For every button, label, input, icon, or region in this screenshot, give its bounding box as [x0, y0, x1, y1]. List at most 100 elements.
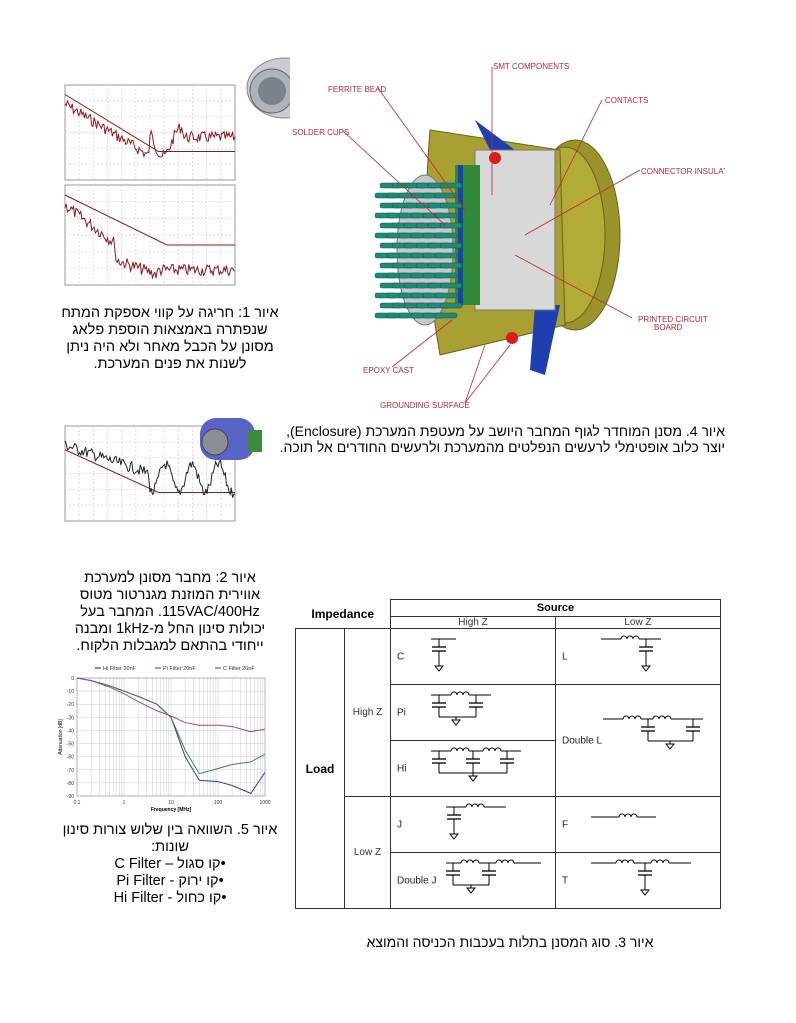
f-filter-schematic: [591, 813, 656, 818]
y-axis-label: Attenuation [dB]: [58, 719, 64, 755]
cell-hi-filter: Hi: [390, 740, 556, 797]
figure5-caption: איור 5. השוואה בין שלוש צורות סינון שונו…: [50, 822, 290, 907]
c-filter-schematic: [431, 638, 456, 672]
filter-label: Pi: [397, 707, 406, 718]
filter-label: Double L: [562, 735, 603, 746]
inductor-coil: [652, 715, 672, 720]
y-tick-label: -20: [67, 702, 74, 708]
callout-labels: SMT COMPONENTS FERRITE BEAD CONTACTS SOL…: [292, 62, 725, 410]
caption-line: יכולות סינון החל מ-1kHz ומבנה: [74, 621, 266, 637]
filter-label: T: [562, 875, 569, 886]
x-tick-label: 1: [123, 800, 126, 806]
cell-f-filter: F: [555, 796, 721, 853]
solder-cup-pin: [439, 282, 463, 289]
label-grounding-surface: GROUNDING SURFACE: [380, 401, 470, 410]
y-tick-label: -70: [67, 768, 74, 774]
caption-line: איור 5. השוואה בין שלוש צורות סינון: [62, 822, 278, 838]
caption-line: 115VAC/400Hz. המחבר בעל: [80, 604, 260, 620]
inductor-coil: [618, 813, 638, 818]
measured-trace: [64, 99, 236, 159]
label-epoxy-cast: EPOXY CAST: [363, 366, 414, 375]
inductor-coil: [615, 859, 635, 864]
cell-l-filter: L: [555, 628, 721, 685]
legend-entry: C Filter 20nF: [223, 666, 255, 672]
connector-photo: [246, 57, 290, 119]
cell-pi-filter: Pi: [390, 684, 556, 741]
solder-cup-pin: [439, 242, 463, 249]
inductor-coil: [622, 715, 642, 720]
filter-label: F: [562, 819, 569, 830]
figure3-caption: איור 3. סוג המסנן בתלות בעכבות הכניסה וה…: [366, 934, 654, 950]
label-board: BOARD: [654, 323, 683, 332]
legend-entry: Hi Filter 20nF: [103, 666, 137, 672]
x-axis-label: Frequency [MHz]: [151, 807, 192, 813]
source-low-z: Low Z: [555, 616, 721, 629]
ground-symbol: [465, 885, 477, 894]
figure1-emi-plots: [64, 57, 290, 286]
ground-symbol: [433, 663, 445, 672]
limit-line: [64, 194, 235, 246]
figure2-emi-plot: [64, 418, 262, 522]
filtered-connector-photo: [200, 418, 262, 460]
caption-line: שונות:: [151, 839, 189, 855]
label-connector-insulator: CONNECTOR INSULATC: [641, 167, 725, 176]
filter-label: L: [562, 651, 568, 662]
x-tick-label: 10: [168, 800, 174, 806]
label-printed-circuit: PRINTED CIRCUIT: [638, 315, 708, 324]
filter-label: J: [397, 819, 402, 830]
figure3-impedance-table: Impedance Source High Z Low Z Load High …: [295, 599, 721, 909]
figure1-caption: איור 1: חריגה על קווי אספקת המתח שנפתרה …: [50, 305, 290, 373]
inductor-coil: [450, 691, 470, 696]
cell-double-j-filter: Double J: [390, 852, 556, 909]
y-tick-label: -90: [67, 794, 74, 800]
filter-label: Hi: [397, 763, 407, 774]
measured-trace: [64, 203, 236, 280]
label-contacts: CONTACTS: [605, 96, 648, 105]
caption-line: •קו כחול - Hi Filter: [113, 890, 227, 906]
solder-cup-pin: [434, 212, 458, 219]
j-filter-schematic: [446, 803, 506, 840]
x-tick-label: 1000: [259, 800, 270, 806]
caption-line: איור 2: מחבר מסונן למערכת: [84, 570, 256, 586]
inductor-coil: [495, 859, 515, 864]
label-solder-cups: SOLDER CUPS: [292, 128, 349, 137]
inductor-coil: [482, 747, 502, 752]
y-tick-label: -50: [67, 742, 74, 748]
solder-cup-pin: [439, 262, 463, 269]
solder-cup-pin: [439, 302, 463, 309]
series-line-1: [76, 677, 266, 775]
solder-cup-pins: [374, 182, 463, 319]
ground-symbol: [448, 831, 460, 840]
caption-line: •קו ירוק - Pi Filter: [116, 873, 224, 889]
caption-line: •קו סגול – C Filter: [114, 856, 226, 872]
caption-line: יוצר כלוב אופטימלי לרעשים הנפלטים מהמערכ…: [279, 439, 725, 455]
ground-symbol: [450, 717, 462, 726]
emi-plot-before: [64, 84, 236, 181]
hi-filter-schematic: [431, 747, 521, 782]
callout-lines: [342, 67, 641, 404]
cell-c-filter: C: [390, 628, 556, 685]
filter-label: Double J: [397, 875, 437, 886]
y-tick-label: -40: [67, 728, 74, 734]
ground-symbol: [664, 741, 676, 750]
ground-symbol: [639, 887, 651, 896]
y-tick-label: 0: [71, 676, 74, 682]
cell-double-l-filter: Double L: [555, 684, 721, 797]
caption-line: ייחודי בהתאם למגבלות הלקוח.: [76, 638, 264, 654]
caption-line: שנפתרה באמצאות הוספת פלאג: [72, 322, 268, 338]
y-tick-label: -80: [67, 781, 74, 787]
inductor-coil: [620, 635, 640, 640]
label-ferrite-bead: FERRITE BEAD: [328, 85, 386, 94]
figure4-connector-cutaway: SMT COMPONENTS FERRITE BEAD CONTACTS SOL…: [292, 62, 725, 410]
inductor-coil: [650, 859, 670, 864]
series-line-2: [76, 677, 266, 733]
solder-cup-pin: [439, 182, 463, 189]
caption-line: מסונן על הכבל מאחר ולא היה ניתן: [66, 339, 274, 355]
solder-cup-pin: [439, 202, 463, 209]
inductor-coil: [465, 803, 485, 808]
load-header: Load: [295, 628, 345, 909]
cell-t-filter: T: [555, 852, 721, 909]
solder-cup-pin: [434, 272, 458, 279]
